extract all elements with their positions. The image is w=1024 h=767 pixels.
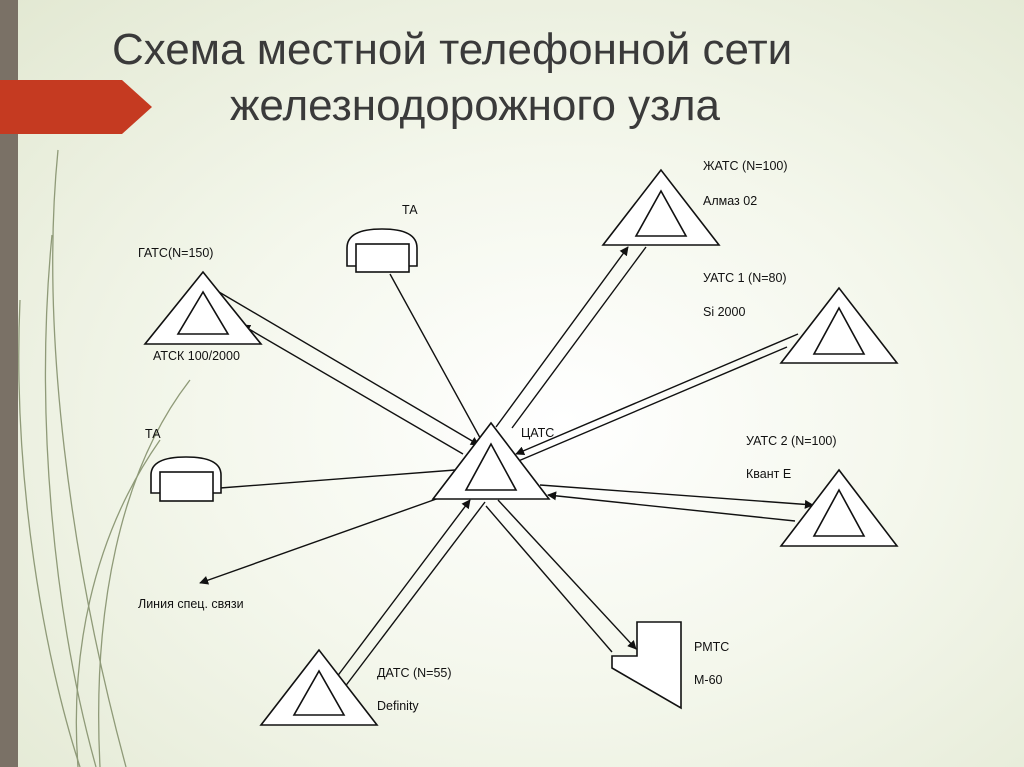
slide-title: Схема местной телефонной сети железнодор…	[112, 22, 1012, 134]
dats-station-icon	[259, 648, 379, 726]
uats2-name-label: УАТС 2 (N=100)	[746, 434, 837, 448]
rmts-name-label: РМТС	[694, 640, 730, 654]
zhats-station-icon	[601, 168, 721, 246]
link-center-to-dats	[343, 501, 486, 689]
title-line-2: железнодорожного узла	[230, 81, 720, 130]
link-center-to-uats2	[539, 484, 814, 509]
gats-model-label: АТСК 100/2000	[153, 349, 240, 363]
uats2-model-label: Квант Е	[746, 467, 792, 481]
connections	[199, 246, 814, 689]
link-center-to-rmts	[497, 499, 637, 650]
special-line-label: Линия спец. связи	[138, 597, 244, 611]
decorative-curves	[18, 149, 191, 767]
link-gats-to-center	[218, 291, 480, 446]
uats1-model-label: Si 2000	[703, 305, 746, 319]
link-center-to-uats1	[515, 346, 788, 463]
zhats-model-label: Алмаз 02	[703, 194, 758, 208]
zhats-name-label: ЖАТС (N=100)	[703, 159, 788, 173]
phone-icon-left	[150, 456, 222, 502]
center-station-icon	[431, 421, 551, 500]
link-center-to-gats	[241, 324, 464, 455]
gats-name-label: ГАТС(N=150)	[138, 246, 214, 260]
ta-left-label: ТА	[145, 427, 161, 441]
uats1-name-label: УАТС 1 (N=80)	[703, 271, 787, 285]
dats-name-label: ДАТС (N=55)	[377, 666, 452, 680]
link-rmts-to-center	[485, 505, 613, 653]
phone-icon-top	[346, 228, 418, 273]
link-zhats-to-center	[511, 246, 647, 429]
title-accent-tab	[0, 80, 152, 134]
ta-top-label: ТА	[402, 203, 418, 217]
link-uats2-to-center	[547, 491, 796, 522]
rmts-model-label: М-60	[694, 673, 723, 687]
rmts-station-icon	[611, 621, 682, 710]
link-center-to-special-line	[199, 491, 457, 585]
dats-model-label: Definity	[377, 699, 419, 713]
link-dats-to-center	[332, 499, 471, 683]
uats2-station-icon	[779, 468, 899, 547]
uats1-station-icon	[779, 286, 899, 364]
link-ta-left-to-center	[219, 469, 456, 489]
link-uats1-to-center	[515, 333, 799, 455]
link-center-to-zhats	[495, 246, 629, 428]
center-name-label: ЦАТС	[521, 426, 555, 440]
left-decor-bar	[0, 0, 18, 767]
gats-station-icon	[143, 270, 263, 345]
title-line-1: Схема местной телефонной сети	[112, 25, 793, 74]
link-ta-top-to-center	[389, 273, 485, 446]
